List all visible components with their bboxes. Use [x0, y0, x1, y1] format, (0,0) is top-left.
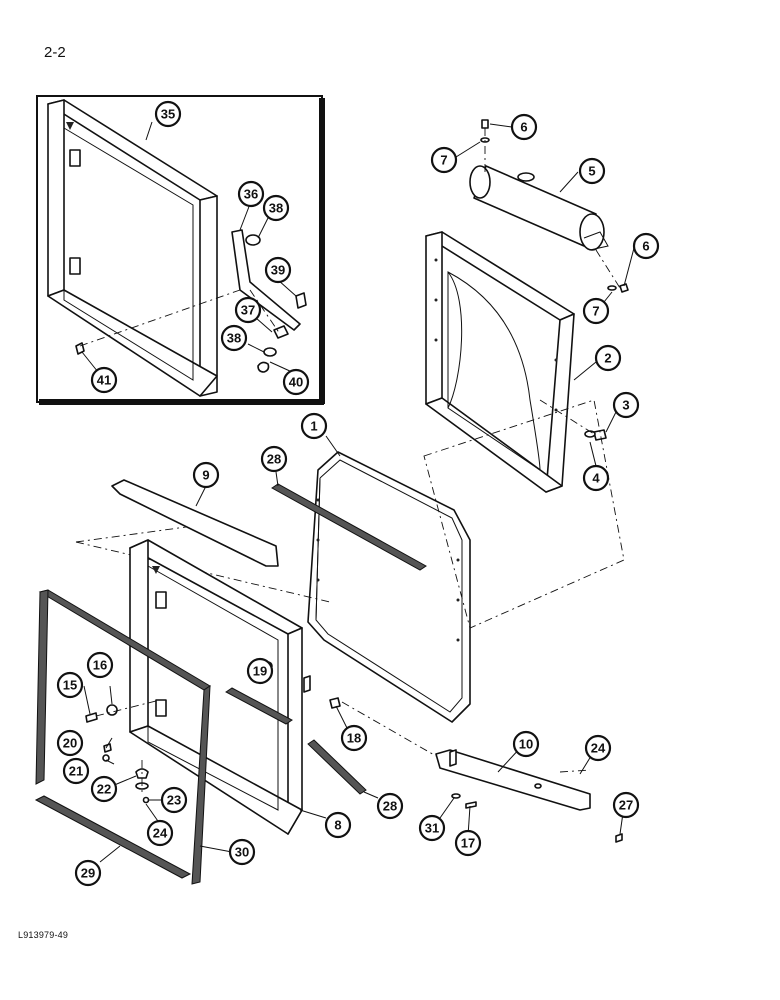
callout-37: 37: [234, 296, 262, 324]
svg-text:24: 24: [591, 741, 606, 756]
callout-4: 4: [582, 464, 610, 492]
svg-text:8: 8: [334, 818, 341, 833]
svg-text:1: 1: [310, 419, 317, 434]
callout-35: 35: [154, 100, 182, 128]
svg-text:15: 15: [63, 678, 77, 693]
callout-17: 17: [454, 829, 482, 857]
svg-text:7: 7: [440, 153, 447, 168]
svg-text:23: 23: [167, 793, 181, 808]
callout-28-top: 28: [260, 445, 288, 473]
callout-40: 40: [282, 368, 310, 396]
svg-text:38: 38: [227, 331, 241, 346]
radiator-core: [307, 451, 471, 723]
callout-41: 41: [90, 366, 118, 394]
svg-text:18: 18: [347, 731, 361, 746]
inset-shroud-frame: [47, 99, 218, 397]
svg-text:35: 35: [161, 107, 175, 122]
callout-24-left: 24: [146, 819, 174, 847]
callout-15: 15: [56, 671, 84, 699]
callout-38-lower: 38: [220, 324, 248, 352]
svg-text:37: 37: [241, 303, 255, 318]
svg-text:21: 21: [69, 764, 83, 779]
figure-reference-id: L913979-49: [18, 930, 69, 940]
svg-text:24: 24: [153, 826, 168, 841]
callout-6-top: 6: [510, 113, 538, 141]
svg-text:29: 29: [81, 866, 95, 881]
callout-5: 5: [578, 157, 606, 185]
callout-22: 22: [90, 775, 118, 803]
callout-7-side: 7: [582, 297, 610, 325]
callout-18: 18: [340, 724, 368, 752]
svg-text:31: 31: [425, 821, 439, 836]
callout-6-side: 6: [632, 232, 660, 260]
lower-fan-shroud: [129, 539, 303, 835]
svg-text:6: 6: [642, 239, 649, 254]
surge-tank: [469, 165, 609, 251]
svg-text:28: 28: [383, 799, 397, 814]
bracket-10: [341, 701, 623, 843]
svg-text:40: 40: [289, 375, 303, 390]
page-number: 2-2: [44, 44, 66, 61]
svg-text:36: 36: [244, 187, 258, 202]
callout-20: 20: [56, 729, 84, 757]
callout-39: 39: [264, 256, 292, 284]
callout-24-right: 24: [584, 734, 612, 762]
callout-29: 29: [74, 859, 102, 887]
upper-fan-shroud: [425, 231, 575, 493]
svg-text:27: 27: [619, 798, 633, 813]
svg-text:39: 39: [271, 263, 285, 278]
svg-text:7: 7: [592, 304, 599, 319]
callout-30: 30: [228, 838, 256, 866]
callout-23: 23: [160, 786, 188, 814]
inset-detail: [36, 95, 325, 405]
svg-text:30: 30: [235, 845, 249, 860]
gasket-frame: [34, 589, 211, 885]
callout-8: 8: [324, 811, 352, 839]
svg-text:17: 17: [461, 836, 475, 851]
callout-31: 31: [418, 814, 446, 842]
svg-text:5: 5: [588, 164, 595, 179]
callout-19: 19: [246, 657, 274, 685]
svg-text:20: 20: [63, 736, 77, 751]
svg-text:10: 10: [519, 737, 533, 752]
svg-text:19: 19: [253, 664, 267, 679]
callout-21: 21: [62, 757, 90, 785]
seal-strip-top: [271, 483, 427, 571]
callout-10: 10: [512, 730, 540, 758]
svg-text:9: 9: [202, 468, 209, 483]
svg-text:28: 28: [267, 452, 281, 467]
callout-3: 3: [612, 391, 640, 419]
callout-16: 16: [86, 651, 114, 679]
svg-text:3: 3: [622, 398, 629, 413]
support-bracket-9: [111, 479, 279, 567]
inset-bracket: [75, 229, 307, 373]
callout-7-top: 7: [430, 146, 458, 174]
svg-text:6: 6: [520, 120, 527, 135]
callout-27: 27: [612, 791, 640, 819]
callout-38-upper: 38: [262, 194, 290, 222]
svg-text:41: 41: [97, 373, 111, 388]
svg-text:22: 22: [97, 782, 111, 797]
svg-text:4: 4: [592, 471, 600, 486]
callout-1: 1: [300, 412, 328, 440]
callout-36: 36: [237, 180, 265, 208]
svg-text:16: 16: [93, 658, 107, 673]
callout-2: 2: [594, 344, 622, 372]
callout-9: 9: [192, 461, 220, 489]
svg-text:38: 38: [269, 201, 283, 216]
svg-text:2: 2: [604, 351, 611, 366]
callout-28-bottom: 28: [376, 792, 404, 820]
